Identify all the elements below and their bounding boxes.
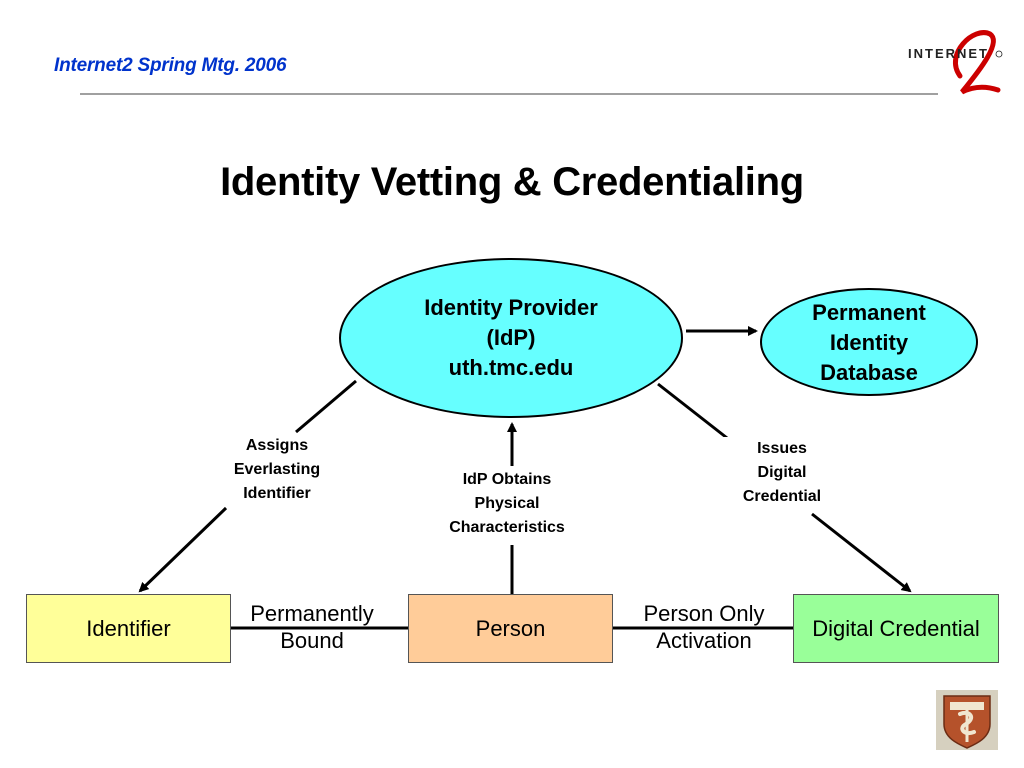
person-label: Person [475,615,546,641]
edge-label-activation: Person Only Activation [614,600,794,654]
edge-label-issues-line2: Digital [757,464,807,481]
idp-line1: Identity Provider [424,295,598,320]
internet2-logo: INTERNET [908,30,1003,95]
edge-label-issues-line1: Issues [757,440,807,457]
edge-label-issues-line3: Credential [742,488,822,505]
idp-line3: uth.tmc.edu [448,355,574,380]
identifier-label: Identifier [86,615,171,641]
meeting-title: Internet2 Spring Mtg. 2006 [54,55,287,76]
line-idp-to-assigns [295,379,357,434]
edge-label-bound-line2: Bound [280,628,344,653]
permanent-identity-database-node: Permanent Identity Database [760,288,978,396]
edge-label-assigns-line3: Identifier [243,485,311,502]
header-divider [80,93,938,95]
university-seal-icon [936,690,998,750]
edge-label-obtains-line1: IdP Obtains [462,471,552,488]
edge-label-activation-line1: Person Only [643,601,765,626]
edge-label-obtains-line3: Characteristics [449,519,565,536]
database-line1: Permanent [812,300,926,325]
edge-label-bound-line1: Permanently [250,601,374,626]
credential-label: Digital Credential [812,615,980,641]
edge-label-activation-line2: Activation [656,628,752,653]
edge-label-assigns-line1: Assigns [245,437,309,454]
database-line2: Identity [829,330,909,355]
arrow-issues-to-credential [811,512,912,593]
line-idp-to-issues [657,382,737,447]
arrow-assigns-to-identifier [138,506,228,593]
idp-line2: (IdP) [486,325,536,350]
person-node: Person [408,594,613,663]
logo-wordmark: INTERNET [908,46,989,61]
identity-provider-node: Identity Provider (IdP) uth.tmc.edu [339,258,683,418]
database-line3: Database [820,360,918,385]
slide-title: Identity Vetting & Credentialing [220,160,804,204]
edge-label-obtains-line2: Physical [474,495,540,512]
edge-label-issues: Issues Digital Credential [716,437,848,509]
edge-label-assigns-line2: Everlasting [233,461,321,478]
edge-label-assigns: Assigns Everlasting Identifier [206,434,348,506]
edge-label-bound: Permanently Bound [232,600,392,654]
edge-label-obtains: IdP Obtains Physical Characteristics [420,468,594,540]
identifier-node: Identifier [26,594,231,663]
digital-credential-node: Digital Credential [793,594,999,663]
